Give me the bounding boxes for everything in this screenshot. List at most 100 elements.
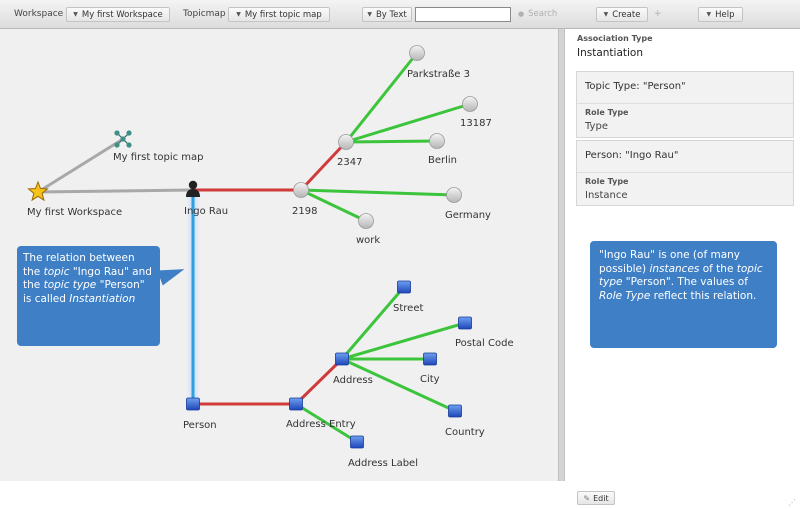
callout-emphasis: instances [649,262,700,275]
search-icon: ● [518,10,525,18]
workspace-select[interactable]: ▼ My first Workspace [66,7,170,22]
topic-node-workspace[interactable]: My first Workspace [27,180,122,218]
topicmap-label: Topicmap [183,9,226,19]
topic-node-country[interactable]: Country [445,404,485,438]
topic-node-topicmap[interactable]: My first topic map [113,130,204,163]
topic-label: My first Workspace [27,207,122,218]
association-edge-address-postal[interactable] [340,321,467,361]
resize-grip-icon[interactable]: ⋰ [788,498,796,507]
topic-node-n2347[interactable]: 2347 [337,134,362,169]
association-edge-n2347-park[interactable] [344,51,419,144]
topic-label: City [420,374,440,385]
help-menu[interactable]: ▼ Help [698,7,743,22]
topic-label: Street [393,303,423,314]
callout-text: "Person". The values of [622,276,748,288]
topic-label: Country [445,427,485,438]
blue-square-icon [350,435,364,449]
association-edge-address-street[interactable] [340,285,406,361]
grey-circle-icon [338,134,354,150]
topic-label: work [356,235,380,246]
star-icon [27,180,49,202]
association-edge-address-country[interactable] [340,357,457,413]
grey-circle-icon [409,45,425,61]
dropdown-arrow-icon: ▼ [236,11,241,18]
role-player[interactable]: Person: "Ingo Rau" [577,141,793,173]
topic-node-addrentry[interactable]: Address Entry [286,397,356,430]
blue-square-icon [458,316,472,330]
association-edge-n2198-work[interactable] [299,188,368,223]
association-edge-addrentry-addrlabel[interactable] [294,402,359,444]
search-input[interactable] [415,7,511,22]
dropdown-arrow-icon: ▼ [367,11,372,18]
topic-node-berlin[interactable]: Berlin [428,133,457,167]
role-player[interactable]: Topic Type: "Person" [577,72,793,104]
callout-emphasis: Role Type [599,289,651,302]
topic-label: Address Label [348,458,418,469]
topic-label: Parkstraße 3 [407,69,470,80]
topicmap-select[interactable]: ▼ My first topic map [228,7,330,22]
topic-label: Germany [445,210,491,221]
person-icon [186,180,200,197]
create-menu-label: Create [612,9,641,20]
topic-node-park[interactable]: Parkstraße 3 [407,45,470,81]
association-edge-n2347-berlin[interactable] [344,139,439,144]
topic-node-ingo[interactable]: Ingo Rau [184,180,228,217]
topic-node-address[interactable]: Address [333,352,373,386]
search-button-label: Search [528,9,558,19]
callout-text: "Ingo Rau" and the [23,265,152,292]
panel-splitter[interactable] [558,29,565,481]
grey-circle-icon [462,96,478,112]
grey-circle-icon [293,182,309,198]
association-edge-addrentry-address[interactable] [294,357,344,406]
create-menu[interactable]: ▼ Create [596,7,648,22]
callout-text: "Person" is called [23,279,145,305]
grey-circle-icon [358,213,374,229]
role-box-type[interactable]: Topic Type: "Person" Role Type Type [576,71,794,138]
topic-label: Address [333,375,373,386]
topic-node-germany[interactable]: Germany [445,187,491,222]
blue-square-icon [397,280,411,294]
blue-square-icon [186,397,200,411]
topic-node-n13187[interactable]: 13187 [460,96,492,130]
topic-label: 2347 [337,157,362,168]
callout-text: "Ingo Rau" is one (of many possible) [599,249,741,275]
topic-label: My first topic map [113,152,204,163]
grey-circle-icon [446,187,462,203]
topic-node-city[interactable]: City [420,352,440,385]
topic-label: Berlin [428,155,457,166]
topicmap-select-value: My first topic map [244,9,322,20]
toolbar: Workspace ▼ My first Workspace Topicmap … [0,0,800,29]
topic-node-n2198[interactable]: 2198 [292,182,317,218]
association-edge-n2347-n13187[interactable] [344,102,472,144]
blue-square-icon [335,352,349,366]
edit-button[interactable]: ✎Edit [577,491,615,505]
topic-node-addrlabel[interactable]: Address Label [348,435,418,469]
association-edge-workspace-ingo[interactable] [36,188,195,194]
role-type-value: Type [585,121,608,132]
association-edge-n2198-n2347[interactable] [299,140,348,192]
topic-label: Postal Code [455,338,514,349]
topic-node-street[interactable]: Street [393,280,423,314]
add-icon[interactable]: + [654,9,662,19]
topic-label: Person [183,420,217,431]
topic-node-work[interactable]: work [356,213,380,247]
callout-emphasis: topic type [43,279,97,291]
association-type-label: Association Type [577,34,653,43]
blue-square-icon [289,397,303,411]
topicmap-graph[interactable]: My first Workspace My first topic mapIngo… [0,29,558,481]
edit-button-label: Edit [593,493,609,503]
role-type-label: Role Type [585,108,629,117]
instantiation-callout: The relation between the topic "Ingo Rau… [17,246,160,346]
pencil-icon: ✎ [583,493,591,503]
callout-emphasis: Instantiation [69,292,136,305]
association-edge-n2198-germany[interactable] [299,188,456,197]
association-edge-workspace-topicmap[interactable] [36,137,125,194]
topic-node-person[interactable]: Person [183,397,217,431]
role-box-instance[interactable]: Person: "Ingo Rau" Role Type Instance [576,140,794,206]
topic-label: 13187 [460,118,492,129]
dropdown-arrow-icon: ▼ [706,11,712,18]
search-mode-select[interactable]: ▼ By Text [362,7,412,22]
topicmap-icon [114,130,132,148]
search-button[interactable]: ●Search [518,9,557,19]
topic-node-postal[interactable]: Postal Code [455,316,514,349]
